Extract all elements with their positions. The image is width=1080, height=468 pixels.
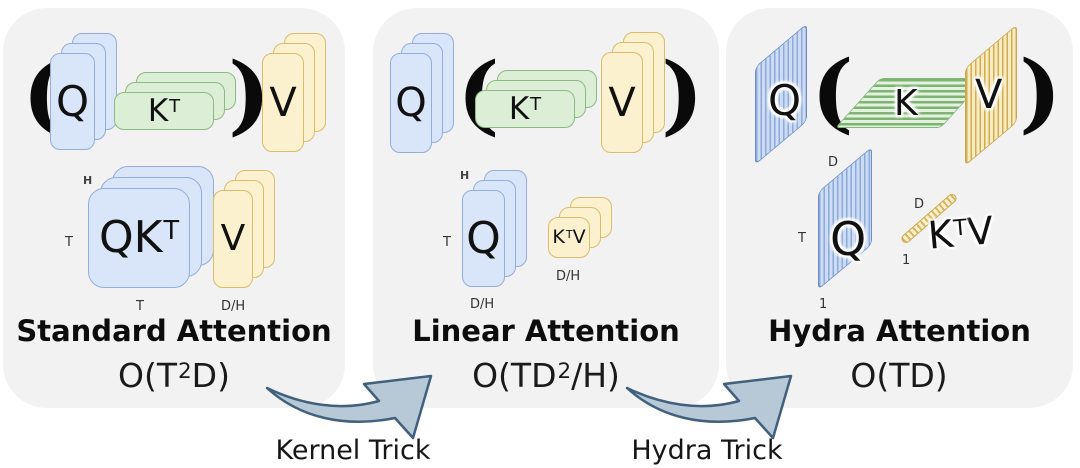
complexity-formula: O(T2D) xyxy=(118,356,230,395)
matrix-label-k: K xyxy=(894,83,918,124)
dim-label-q-width: 1 xyxy=(819,297,828,312)
dim-label-cols: T xyxy=(136,299,144,314)
matrix-kt-stack: KT xyxy=(114,72,236,130)
matrix-card: V xyxy=(262,53,304,152)
dim-label-heads: H xyxy=(83,174,93,187)
matrix-v-stack: V xyxy=(213,170,275,288)
matrix-card: V xyxy=(213,190,253,288)
dim-label-ktv-cols: D/H xyxy=(556,269,581,284)
matrix-ktv-stack: KTV xyxy=(548,197,612,258)
dim-label-bar-width: 1 xyxy=(902,253,911,268)
matrix-q-stack: Q xyxy=(50,33,117,150)
panel-title: Hydra Attention xyxy=(768,314,1031,348)
panel-linear-attention: Q ( KT V ) H Q T D/H xyxy=(373,8,719,408)
matrix-card: Q xyxy=(50,53,95,150)
matrix-label-ktv: KTV xyxy=(552,226,586,248)
matrix-kt-stack: KT xyxy=(475,70,597,128)
curved-arrow-kernel-trick xyxy=(265,374,433,440)
matrix-label-v: V xyxy=(269,79,297,126)
matrix-label-q: Q xyxy=(466,212,501,264)
matrix-label-q: Q xyxy=(768,76,802,125)
matrix-label-qkt: QKT xyxy=(98,212,180,263)
matrix-label-v: V xyxy=(220,218,246,259)
dim-label-rows: T xyxy=(65,235,73,250)
matrix-qkt-stack: QKT xyxy=(88,166,214,288)
dim-label-v-cols: D/H xyxy=(221,299,246,314)
dim-label-q-cols: D/H xyxy=(470,297,495,312)
matrix-label-q: Q xyxy=(395,80,427,126)
matrix-label-v: V xyxy=(608,79,636,126)
complexity-formula: O(TD) xyxy=(850,356,948,395)
curved-arrow-hydra-trick xyxy=(625,374,793,440)
panel-hydra-attention: Q ( K V ) D Q T 1 D 1 KTV Hydra Attentio… xyxy=(726,8,1073,408)
transition-label-hydra-trick: Hydra Trick xyxy=(631,435,783,466)
matrix-v-stack: V xyxy=(262,33,326,152)
matrix-q-stack: Q xyxy=(390,33,454,153)
matrix-label-kt: KT xyxy=(147,92,181,129)
panel-standard-attention: ( Q KT ) V H Q xyxy=(3,8,345,408)
dim-label-rows: T xyxy=(443,235,451,250)
matrix-label-ktv: KTV xyxy=(926,208,996,258)
matrix-card: QKT xyxy=(88,188,190,288)
panel-title: Linear Attention xyxy=(412,314,680,348)
matrix-card: KT xyxy=(114,92,214,130)
matrix-card: V xyxy=(601,52,643,153)
dim-label-heads: H xyxy=(460,169,470,182)
matrix-card: KTV xyxy=(548,217,590,258)
matrix-q-stack: Q xyxy=(462,170,527,287)
complexity-formula: O(TD2/H) xyxy=(472,356,620,395)
transition-label-kernel-trick: Kernel Trick xyxy=(275,435,431,466)
matrix-v-stack: V xyxy=(601,32,665,153)
close-paren: ) xyxy=(660,44,704,145)
matrix-card: KT xyxy=(475,90,575,128)
dim-label-q-cols: D xyxy=(828,155,839,170)
dim-label-rows: T xyxy=(798,231,806,246)
matrix-label-q: Q xyxy=(55,76,90,126)
matrix-label-v: V xyxy=(975,72,1003,118)
matrix-card: Q xyxy=(462,190,505,287)
panel-title: Standard Attention xyxy=(16,314,332,348)
matrix-card: Q xyxy=(390,53,432,153)
dim-label-bar-cols: D xyxy=(914,197,925,212)
close-paren: ) xyxy=(1018,42,1062,143)
matrix-label-kt: KT xyxy=(508,90,542,127)
matrix-label-q: Q xyxy=(830,212,867,266)
